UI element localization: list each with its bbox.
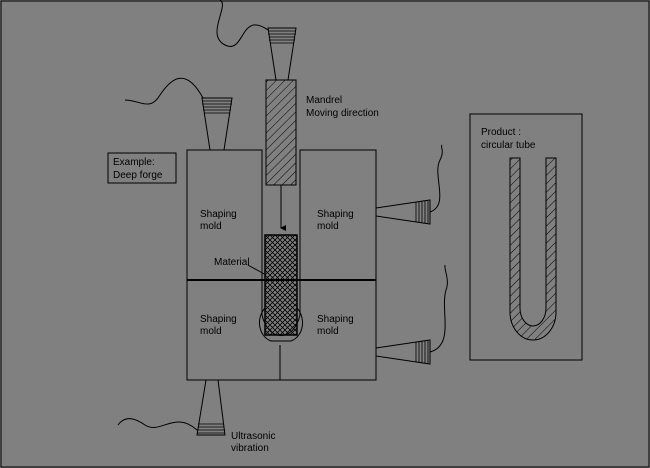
shaping-mold-label-tl: Shaping <box>200 209 237 220</box>
material-label: Material <box>214 257 250 268</box>
material-flow-curve <box>259 307 303 342</box>
ultrasonic-transducer-icon <box>124 77 233 151</box>
shaping-mold-label-bl: Shaping <box>200 314 237 325</box>
example-box <box>107 152 177 184</box>
material-block <box>264 234 298 336</box>
mandrel <box>265 79 297 186</box>
ultrasonic-transducer-icon <box>375 264 448 365</box>
shaping-mold-label-tl-sub: mold <box>200 221 222 232</box>
product-box <box>469 113 583 361</box>
shaping-mold-label-br-sub: mold <box>317 326 339 337</box>
shaping-mold-label-tr: Shaping <box>317 209 354 220</box>
ultrasonic-transducer-icon <box>216 0 297 81</box>
example-label: Example: <box>113 157 155 168</box>
ultrasonic-transducer-icon <box>375 144 443 225</box>
product-type-label: circular tube <box>481 140 536 151</box>
product-circular-tube <box>509 157 557 341</box>
vibration-label: vibration <box>231 443 269 454</box>
shaping-mold-label-tr-sub: mold <box>317 221 339 232</box>
ultrasonic-label: Ultrasonic <box>231 431 276 442</box>
shaping-mold-label-bl-sub: mold <box>200 326 222 337</box>
mandrel-direction-label: Moving direction <box>306 108 379 119</box>
example-label-sub: Deep forge <box>113 170 163 181</box>
shaping-mold-label-br: Shaping <box>317 314 354 325</box>
mandrel-label: Mandrel <box>306 95 343 106</box>
ultrasonic-transducer-icon <box>117 379 226 436</box>
product-label: Product : <box>481 127 522 138</box>
material-leader-line <box>247 264 267 276</box>
